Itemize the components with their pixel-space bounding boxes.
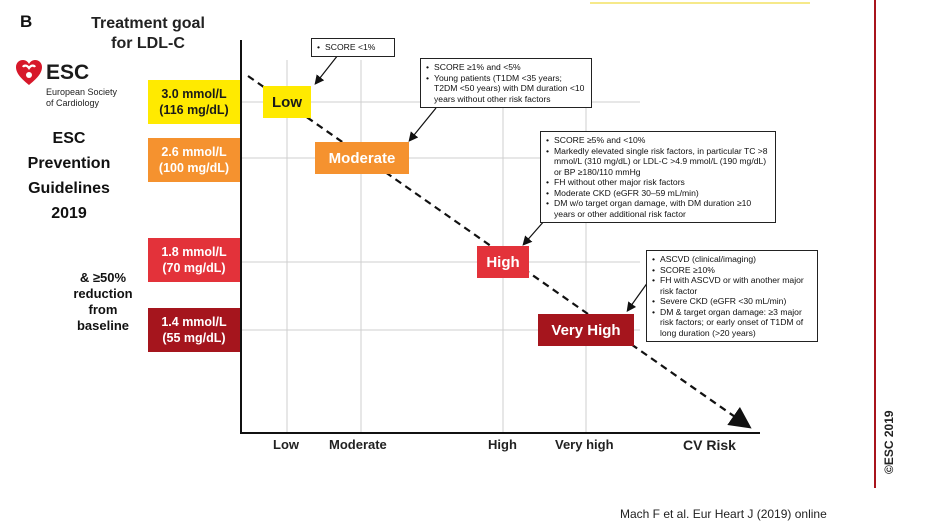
note-item: ASCVD (clinical/imaging) xyxy=(652,254,812,265)
note-item: Markedly elevated single risk factors, i… xyxy=(546,146,770,178)
note-item: Moderate CKD (eGFR 30–59 mL/min) xyxy=(546,188,770,199)
note-item: Severe CKD (eGFR <30 mL/min) xyxy=(652,296,812,307)
target-box-moderate: 2.6 mmol/L (100 mg/dL) xyxy=(148,138,240,182)
x-axis-title: CV Risk xyxy=(683,437,736,453)
copyright-mark: ©ESC 2019 xyxy=(882,410,896,474)
esc-heart-icon xyxy=(16,60,42,85)
citation: Mach F et al. Eur Heart J (2019) online xyxy=(620,507,827,521)
panel-letter: B xyxy=(20,12,33,31)
reduction-line4: baseline xyxy=(76,318,130,333)
target-box-very-high: 1.4 mmol/L (55 mg/dL) xyxy=(148,308,240,352)
reduction-line2: reduction xyxy=(73,286,133,301)
note-box-high: SCORE ≥5% and <10% Markedly elevated sin… xyxy=(540,131,776,223)
note-item: SCORE ≥1% and <5% xyxy=(426,62,586,73)
panel-title-line1: Treatment goal xyxy=(91,15,205,32)
guidelines-line3: Guidelines xyxy=(28,180,110,197)
risk-label-low: Low xyxy=(263,86,311,118)
target-mmol: 1.4 mmol/L xyxy=(161,315,227,329)
note-item: DM & target organ damage: ≥3 major risk … xyxy=(652,307,812,339)
reduction-line3: from xyxy=(88,302,118,317)
guidelines-caption: ESC Prevention Guidelines 2019 xyxy=(14,126,124,226)
callout-arrow-low xyxy=(314,54,339,85)
target-box-high: 1.8 mmol/L (70 mg/dL) xyxy=(148,238,240,282)
note-box-very-high: ASCVD (clinical/imaging) SCORE ≥10% FH w… xyxy=(646,250,818,342)
guidelines-line4: 2019 xyxy=(51,205,87,222)
note-item: FH with ASCVD or with another major risk… xyxy=(652,275,812,296)
panel-title-line2: for LDL-C xyxy=(111,35,185,52)
panel-title: Treatment goal for LDL-C xyxy=(72,14,224,54)
note-box-low: SCORE <1% xyxy=(311,38,395,57)
x-tick-low: Low xyxy=(273,437,299,452)
callout-arrow-very-high xyxy=(626,281,649,312)
target-mg: (70 mg/dL) xyxy=(162,261,226,275)
risk-label-moderate: Moderate xyxy=(315,142,409,174)
esc-society-line1: European Society xyxy=(46,87,118,97)
note-item: SCORE ≥10% xyxy=(652,265,812,276)
reduction-note: & ≥50% reduction from baseline xyxy=(58,270,148,334)
note-item: FH without other major risk factors xyxy=(546,177,770,188)
callout-arrow-moderate xyxy=(408,107,437,142)
risk-label-high: High xyxy=(477,246,529,278)
target-mmol: 3.0 mmol/L xyxy=(161,87,227,101)
note-item: Young patients (T1DM <35 years; T2DM <50… xyxy=(426,73,586,105)
target-mg: (100 mg/dL) xyxy=(158,161,230,175)
target-mmol: 2.6 mmol/L xyxy=(161,145,227,159)
note-box-moderate: SCORE ≥1% and <5% Young patients (T1DM <… xyxy=(420,58,592,108)
note-item: SCORE ≥5% and <10% xyxy=(546,135,770,146)
esc-society-name: European Society of Cardiology xyxy=(46,87,117,109)
note-item: SCORE <1% xyxy=(317,42,389,53)
x-tick-very-high: Very high xyxy=(555,437,614,452)
target-mmol: 1.8 mmol/L xyxy=(161,245,227,259)
note-item: DM w/o target organ damage, with DM dura… xyxy=(546,198,770,219)
target-box-low: 3.0 mmol/L (116 mg/dL) xyxy=(148,80,240,124)
x-tick-moderate: Moderate xyxy=(329,437,387,452)
guidelines-line2: Prevention xyxy=(27,155,111,172)
x-tick-high: High xyxy=(488,437,517,452)
copyright-text: ©ESC 2019 xyxy=(882,410,896,474)
risk-label-very-high: Very High xyxy=(538,314,634,346)
esc-logo-text: ESC xyxy=(46,61,90,84)
esc-society-line2: of Cardiology xyxy=(46,98,100,108)
guidelines-line1: ESC xyxy=(52,130,86,147)
target-mg: (116 mg/dL) xyxy=(159,103,229,117)
top-accent-line xyxy=(590,2,810,4)
target-mg: (55 mg/dL) xyxy=(162,331,226,345)
right-border-rule xyxy=(874,0,876,488)
reduction-line1: & ≥50% xyxy=(79,270,127,285)
